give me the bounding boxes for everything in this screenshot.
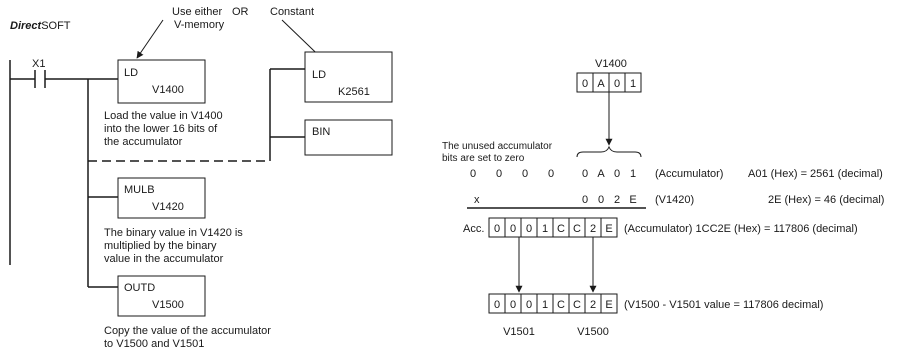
ldk-operand: K2561 bbox=[338, 86, 370, 98]
outd-desc-line1: Copy the value of the accumulator bbox=[104, 325, 271, 337]
v1400-digit: 1 bbox=[630, 78, 636, 90]
output-digit: 0 bbox=[526, 299, 532, 311]
ld-operand: V1400 bbox=[152, 84, 184, 96]
ladder-logic-panel: DirectSOFT Use either V-memory OR Consta… bbox=[9, 6, 393, 350]
acc-digit: 1 bbox=[630, 168, 636, 180]
result-digit: 1 bbox=[542, 223, 548, 235]
acc-digit: 0 bbox=[496, 168, 502, 180]
output-digit: C bbox=[557, 299, 565, 311]
note-use-either: Use either bbox=[172, 6, 222, 18]
bin-op: BIN bbox=[312, 126, 330, 138]
logo-rest: SOFT bbox=[41, 20, 71, 32]
note-or: OR bbox=[232, 6, 249, 18]
result-digit: 2 bbox=[590, 223, 596, 235]
outd-operand: V1500 bbox=[152, 299, 184, 311]
output-label-v1501: V1501 bbox=[503, 326, 535, 338]
mulb-op: MULB bbox=[124, 184, 155, 196]
output-digit: C bbox=[573, 299, 581, 311]
result-digit: E bbox=[605, 223, 612, 235]
output-digit: 2 bbox=[590, 299, 596, 311]
note-constant: Constant bbox=[270, 6, 314, 18]
ldk-op: LD bbox=[312, 69, 326, 81]
ld-v1400-box bbox=[117, 59, 206, 104]
output-tag: (V1500 - V1501 value = 117806 decimal) bbox=[624, 299, 823, 311]
acc-row-tag: (Accumulator) bbox=[655, 168, 723, 180]
mulb-desc-line3: value in the accumulator bbox=[104, 253, 224, 265]
mult-row-value: 2E (Hex) = 46 (decimal) bbox=[768, 194, 884, 206]
ld-desc-line2: into the lower 16 bits of bbox=[104, 123, 218, 135]
acc-label: Acc. bbox=[463, 223, 484, 235]
output-digit: 0 bbox=[494, 299, 500, 311]
result-digit: 0 bbox=[494, 223, 500, 235]
v1400-digit-box bbox=[624, 72, 642, 93]
outd-v1500-box bbox=[117, 275, 206, 317]
ld-op: LD bbox=[124, 67, 138, 79]
v1400-digit: A bbox=[597, 78, 605, 90]
multiplication-panel: V1400 0 A 0 1 The unused accumulator bit… bbox=[442, 58, 884, 338]
mult-digit: 0 bbox=[582, 194, 588, 206]
acc-digit: 0 bbox=[470, 168, 476, 180]
logo-bold: Direct bbox=[10, 20, 43, 32]
result-tag: (Accumulator) 1CC2E (Hex) = 117806 (deci… bbox=[624, 223, 858, 235]
ld-desc-line3: the accumulator bbox=[104, 136, 183, 148]
lower-bits-brace bbox=[576, 145, 642, 158]
v1400-digit: 0 bbox=[614, 78, 620, 90]
mulb-operand: V1420 bbox=[152, 201, 184, 213]
mult-row-tag: (V1420) bbox=[655, 194, 694, 206]
bin-box bbox=[304, 119, 393, 156]
mult-digit: 2 bbox=[614, 194, 620, 206]
mulb-desc-line1: The binary value in V1420 is bbox=[104, 227, 243, 239]
note-v-memory: V-memory bbox=[174, 19, 225, 31]
directsoft-logo: DirectSOFT bbox=[10, 20, 71, 32]
unused-bits-note-line2: bits are set to zero bbox=[442, 153, 525, 164]
ld-desc-line1: Load the value in V1400 bbox=[104, 110, 223, 122]
output-digit-box bbox=[600, 293, 618, 314]
output-digit: E bbox=[605, 299, 612, 311]
mulb-v1420-box bbox=[117, 177, 206, 219]
result-digit: 0 bbox=[526, 223, 532, 235]
output-digit: 1 bbox=[542, 299, 548, 311]
output-digit: 0 bbox=[510, 299, 516, 311]
arrow-to-vmemory bbox=[136, 19, 164, 59]
contact-x1-label: X1 bbox=[32, 58, 45, 70]
acc-row-value: A01 (Hex) = 2561 (decimal) bbox=[748, 168, 883, 180]
mult-digit: E bbox=[629, 194, 636, 206]
result-digit: 0 bbox=[510, 223, 516, 235]
acc-digit: 0 bbox=[522, 168, 528, 180]
outd-desc-line2: to V1500 and V1501 bbox=[104, 338, 204, 350]
acc-digit: 0 bbox=[582, 168, 588, 180]
unused-bits-note-line1: The unused accumulator bbox=[442, 141, 553, 152]
output-label-v1500: V1500 bbox=[577, 326, 609, 338]
multiply-sign: x bbox=[474, 194, 480, 206]
result-digit-box bbox=[600, 217, 618, 238]
result-digit: C bbox=[557, 223, 565, 235]
mulb-desc-line2: multiplied by the binary bbox=[104, 240, 217, 252]
acc-digit: A bbox=[597, 168, 605, 180]
v1400-label: V1400 bbox=[595, 58, 627, 70]
v1400-digit: 0 bbox=[582, 78, 588, 90]
acc-digit: 0 bbox=[548, 168, 554, 180]
outd-op: OUTD bbox=[124, 282, 155, 294]
result-digit: C bbox=[573, 223, 581, 235]
ld-k2561-box bbox=[304, 51, 393, 103]
acc-digit: 0 bbox=[614, 168, 620, 180]
mult-digit: 0 bbox=[598, 194, 604, 206]
